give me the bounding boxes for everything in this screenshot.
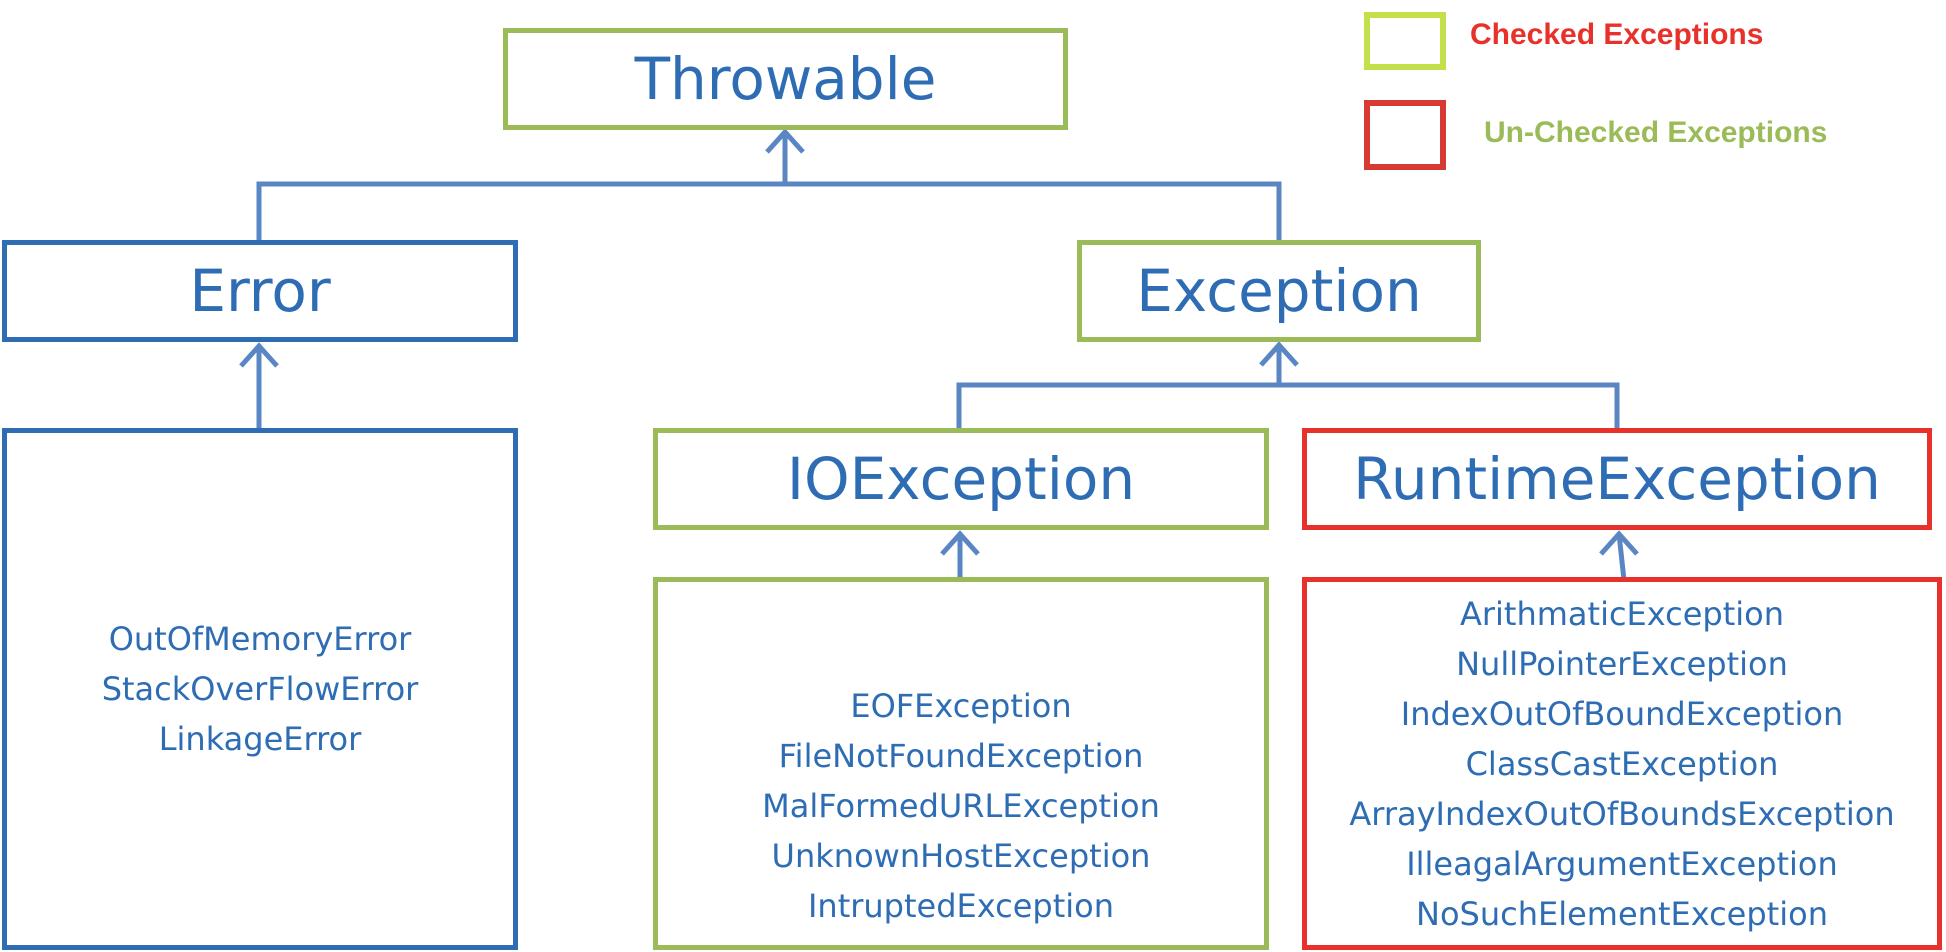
legend-unchecked-swatch — [1364, 100, 1446, 170]
list-item: ClassCastException — [1465, 744, 1779, 783]
connector-runtime-list-to-runtimeexception — [1616, 533, 1627, 581]
list-item: IntruptedException — [807, 887, 1115, 925]
node-ioexception: IOException — [653, 428, 1269, 530]
list-item: StackOverFlowError — [101, 670, 419, 708]
node-exception-label: Exception — [1136, 257, 1422, 325]
error-arrow-icon — [239, 342, 279, 368]
list-item: ArithmaticException — [1459, 594, 1785, 633]
list-item: ArrayIndexOutOfBoundsException — [1349, 794, 1895, 833]
legend-unchecked-label: Un-Checked Exceptions — [1484, 116, 1828, 149]
node-error-label: Error — [189, 257, 331, 325]
node-throwable: Throwable — [503, 28, 1068, 130]
node-error: Error — [2, 240, 518, 342]
node-throwable-label: Throwable — [634, 45, 937, 113]
list-item: IlleagalArgumentException — [1406, 844, 1838, 883]
connector-error-exception-to-throwable — [256, 181, 1282, 240]
node-exception: Exception — [1077, 240, 1481, 342]
list-item: NoSuchElementException — [1416, 894, 1828, 933]
errors-list: OutOfMemoryError StackOverFlowError Link… — [102, 614, 419, 764]
legend-checked-swatch — [1364, 12, 1446, 70]
list-item: UnknownHostException — [771, 837, 1151, 875]
list-item: LinkageError — [158, 720, 362, 758]
runtimeexception-arrow-icon — [1599, 530, 1639, 556]
node-runtimeexception: RuntimeException — [1302, 428, 1932, 530]
legend-checked-label: Checked Exceptions — [1470, 18, 1764, 51]
connector-io-runtime-to-exception — [956, 382, 1620, 430]
list-item: FileNotFoundException — [778, 737, 1144, 775]
list-item: OutOfMemoryError — [108, 620, 412, 658]
ioexception-arrow-icon — [940, 530, 980, 556]
io-exceptions-list: EOFException FileNotFoundException MalFo… — [762, 681, 1160, 931]
node-runtimeexception-label: RuntimeException — [1353, 445, 1881, 513]
node-ioexception-label: IOException — [786, 445, 1136, 513]
list-item: IndexOutOfBoundException — [1400, 694, 1844, 733]
throwable-arrow-icon — [765, 128, 805, 154]
exception-arrow-icon — [1259, 341, 1299, 367]
list-item: EOFException — [850, 687, 1072, 725]
list-item: MalFormedURLException — [762, 787, 1160, 825]
runtime-exceptions-list: ArithmaticException NullPointerException… — [1349, 589, 1894, 939]
group-runtime-exceptions: ArithmaticException NullPointerException… — [1302, 577, 1942, 950]
group-io-exceptions: EOFException FileNotFoundException MalFo… — [653, 577, 1269, 950]
group-errors: OutOfMemoryError StackOverFlowError Link… — [2, 428, 518, 950]
list-item: NullPointerException — [1456, 644, 1788, 683]
